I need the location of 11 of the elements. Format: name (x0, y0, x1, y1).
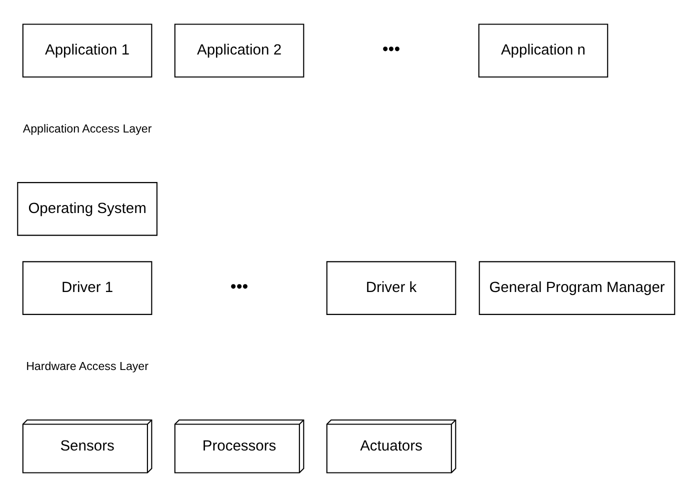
label: Hardware Access Layer (26, 360, 149, 374)
node-box: Application 1 (22, 24, 152, 78)
node-box: Driver 1 (22, 261, 152, 315)
node-box: Application 2 (174, 24, 304, 78)
node-box: General Program Manager (478, 261, 676, 315)
label: Application Access Layer (22, 122, 152, 136)
node-box: Operating System (17, 182, 158, 236)
node-box: Driver k (326, 261, 456, 315)
label: ••• (230, 277, 248, 296)
node-box: Application n (478, 24, 608, 78)
label: ••• (382, 40, 400, 59)
